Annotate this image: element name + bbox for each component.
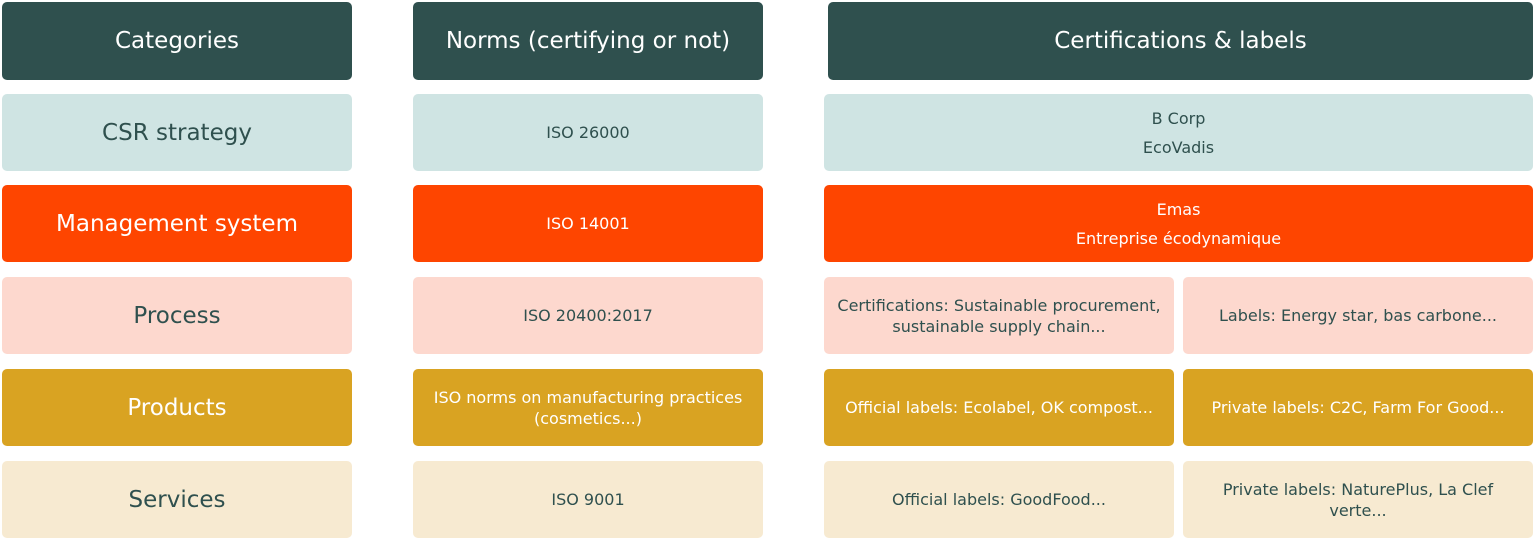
official-labels-products: Official labels: Ecolabel, OK compost... — [824, 369, 1174, 446]
header-categories: Categories — [2, 2, 352, 80]
label-text: Private labels: NaturePlus, La Clef vert… — [1222, 479, 1494, 520]
norm-label: ISO 26000 — [546, 123, 630, 142]
category-label: CSR strategy — [102, 119, 252, 146]
header-certifications: Certifications & labels — [828, 2, 1533, 80]
certification-item: Emas — [1156, 199, 1201, 219]
label-text: Official labels: Ecolabel, OK compost... — [845, 398, 1153, 417]
category-label: Services — [128, 486, 226, 513]
norm-csr-strategy: ISO 26000 — [413, 94, 763, 171]
norm-label: ISO 14001 — [546, 214, 630, 233]
private-labels-products: Private labels: C2C, Farm For Good... — [1183, 369, 1533, 446]
header-norms: Norms (certifying or not) — [413, 2, 763, 80]
category-process: Process — [2, 277, 352, 354]
category-label: Products — [127, 394, 227, 421]
certification-item: B Corp — [1151, 108, 1206, 128]
header-categories-label: Categories — [115, 28, 239, 54]
header-norms-label: Norms (certifying or not) — [445, 28, 731, 54]
certification-item: Entreprise écodynamique — [1075, 228, 1282, 248]
category-label: Process — [133, 302, 221, 329]
certifications-management-system: Emas Entreprise écodynamique — [824, 185, 1533, 262]
certifications-csr-strategy: B Corp EcoVadis — [824, 94, 1533, 171]
official-labels-services: Official labels: GoodFood... — [824, 461, 1174, 538]
category-services: Services — [2, 461, 352, 538]
category-csr-strategy: CSR strategy — [2, 94, 352, 171]
norm-label: ISO 9001 — [551, 490, 625, 509]
category-label: Management system — [56, 210, 298, 237]
label-text: Labels: Energy star, bas carbone... — [1219, 306, 1497, 325]
label-text: Official labels: GoodFood... — [892, 490, 1106, 509]
private-labels-services: Private labels: NaturePlus, La Clef vert… — [1183, 461, 1533, 538]
norm-label: ISO 20400:2017 — [523, 306, 653, 325]
category-management-system: Management system — [2, 185, 352, 262]
norm-services: ISO 9001 — [413, 461, 763, 538]
norm-label: ISO norms on manufacturing practices (co… — [433, 387, 743, 428]
norm-process: ISO 20400:2017 — [413, 277, 763, 354]
certifications-process: Certifications: Sustainable procurement,… — [824, 277, 1174, 354]
header-certifications-label: Certifications & labels — [1054, 28, 1307, 54]
label-text: Private labels: C2C, Farm For Good... — [1211, 398, 1505, 417]
certification-text: Certifications: Sustainable procurement,… — [837, 295, 1161, 336]
norm-management-system: ISO 14001 — [413, 185, 763, 262]
labels-process: Labels: Energy star, bas carbone... — [1183, 277, 1533, 354]
category-products: Products — [2, 369, 352, 446]
certification-item: EcoVadis — [1142, 137, 1215, 157]
norm-products: ISO norms on manufacturing practices (co… — [413, 369, 763, 446]
